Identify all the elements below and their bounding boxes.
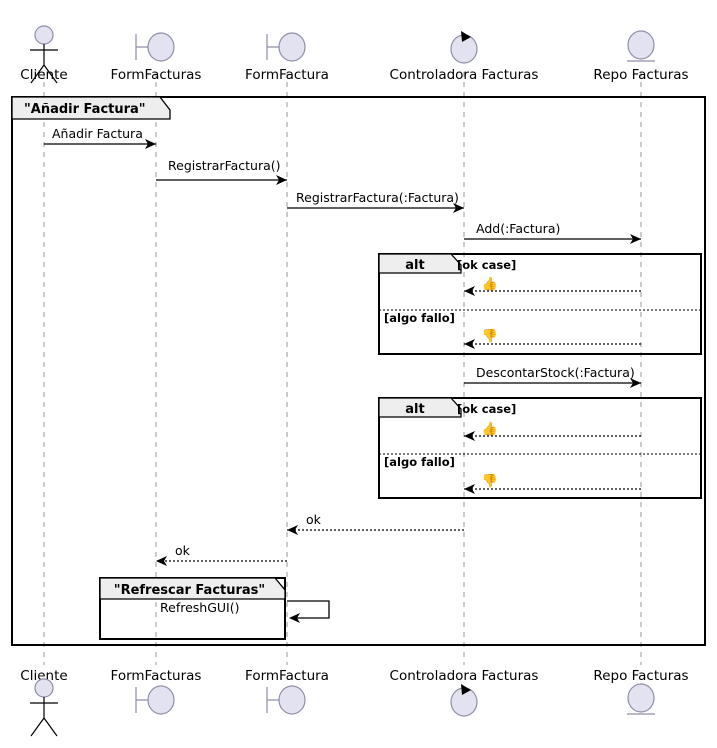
actor-body-icon [30, 697, 58, 737]
alt-keyword-alt1: alt [405, 258, 424, 273]
message-glyph-m5: 👍 [482, 276, 498, 292]
inner-fragment-title: "Refrescar Facturas" [114, 583, 265, 598]
message-glyph-m8: 👍 [482, 421, 498, 437]
participant-foot-label-repo: Repo Facturas [593, 668, 688, 684]
participant-foot-label-formfactura: FormFactura [245, 668, 329, 684]
participant-head-controladora[interactable]: Controladora Facturas [390, 31, 539, 83]
message-m12[interactable]: RefreshGUI() [160, 600, 330, 623]
message-m9[interactable]: 👎 [464, 473, 641, 494]
actor-head-icon [34, 678, 54, 698]
message-line-m12 [287, 600, 330, 619]
alt-keyword-alt2: alt [405, 402, 424, 417]
message-arrowhead-m1 [145, 139, 156, 149]
message-label-m7: DescontarStock(:Factura) [476, 365, 635, 380]
outer-fragment[interactable]: "Añadir Factura" [11, 96, 706, 646]
message-arrowhead-m9 [464, 484, 475, 494]
control-arrow-icon [461, 684, 471, 695]
message-m6[interactable]: 👎 [464, 328, 641, 349]
participant-label-formfactura: FormFactura [245, 67, 329, 83]
alt-guard-alt2-1: [algo fallo] [384, 455, 455, 469]
entity-circle-icon [627, 683, 655, 713]
message-arrowhead-m2 [276, 175, 287, 185]
participant-head-formfactura[interactable]: FormFactura [245, 32, 329, 83]
participant-foot-cliente[interactable]: Cliente [20, 668, 68, 737]
message-label-m12: RefreshGUI() [160, 600, 239, 615]
message-arrowhead-m5 [464, 286, 475, 296]
message-arrowhead-m11 [156, 556, 167, 566]
alt-guard-alt2-0: [ok case] [457, 402, 516, 416]
message-label-m3: RegistrarFactura(:Factura) [296, 190, 459, 205]
message-glyph-m9: 👎 [482, 473, 498, 489]
message-m10[interactable]: ok [287, 512, 464, 535]
message-arrowhead-m4 [630, 234, 641, 244]
message-m7[interactable]: DescontarStock(:Factura) [464, 365, 641, 388]
actor-head-icon [34, 25, 54, 45]
boundary-bar-icon [266, 687, 279, 713]
participant-head-formfacturas[interactable]: FormFacturas [111, 32, 202, 83]
message-arrowhead-m7 [630, 378, 641, 388]
message-label-m11: ok [175, 543, 191, 558]
message-arrowhead-m12 [289, 613, 300, 623]
participant-foot-label-cliente: Cliente [20, 668, 67, 684]
control-arrow-icon [461, 31, 471, 42]
boundary-circle-icon [278, 32, 306, 62]
message-m4[interactable]: Add(:Factura) [464, 221, 641, 244]
message-m1[interactable]: Añadir Factura [44, 126, 156, 149]
boundary-bar-icon [135, 34, 148, 60]
message-m3[interactable]: RegistrarFactura(:Factura) [287, 190, 464, 213]
participant-head-repo[interactable]: Repo Facturas [593, 30, 689, 83]
fragments-layer: "Añadir Factura" alt [ok case] [algo fallo]… [11, 96, 706, 646]
message-m8[interactable]: 👍 [464, 421, 641, 441]
participant-foot-label-controladora: Controladora Facturas [390, 668, 539, 684]
participant-foot-label-formfacturas: FormFacturas [111, 668, 202, 684]
lifelines-layer [43, 72, 642, 665]
inner-fragment-tab [99, 577, 286, 600]
alt-fragment-border-alt2 [378, 397, 702, 499]
boundary-circle-icon [147, 32, 175, 62]
outer-fragment-tab [11, 96, 171, 120]
participant-label-formfacturas: FormFacturas [111, 67, 202, 83]
message-label-m1: Añadir Factura [52, 126, 143, 141]
boundary-bar-icon [266, 34, 279, 60]
participant-heads-bottom: Cliente FormFacturas FormFactura Controlado… [20, 668, 689, 737]
message-arrowhead-m10 [287, 525, 298, 535]
outer-fragment-border [11, 96, 706, 646]
message-arrowhead-m3 [453, 203, 464, 213]
participant-label-repo: Repo Facturas [593, 67, 688, 83]
message-arrowhead-m8 [464, 431, 475, 441]
alt-guard-alt1-1: [algo fallo] [384, 311, 455, 325]
boundary-circle-icon [147, 685, 175, 715]
participant-foot-controladora[interactable]: Controladora Facturas [390, 668, 539, 717]
entity-circle-icon [627, 30, 655, 60]
participant-heads-top: Cliente FormFacturas FormFactura Controlado… [20, 25, 689, 84]
boundary-circle-icon [278, 685, 306, 715]
message-m11[interactable]: ok [156, 543, 287, 566]
message-arrowhead-m6 [464, 339, 475, 349]
message-m5[interactable]: 👍 [464, 276, 641, 296]
alt-fragment-border-alt1 [378, 253, 702, 355]
participant-foot-formfacturas[interactable]: FormFacturas [111, 668, 202, 715]
alt-fragment-alt2[interactable]: alt [ok case] [algo fallo] [378, 397, 702, 499]
participant-head-cliente[interactable]: Cliente [20, 25, 68, 84]
participant-foot-formfactura[interactable]: FormFactura [245, 668, 329, 715]
participant-label-cliente: Cliente [20, 67, 67, 83]
alt-fragment-alt1[interactable]: alt [ok case] [algo fallo] [378, 253, 702, 355]
alt-fragment-tab-alt2 [378, 397, 462, 418]
alt-guard-alt1-0: [ok case] [457, 258, 516, 272]
participant-label-controladora: Controladora Facturas [390, 67, 539, 83]
message-glyph-m6: 👎 [482, 328, 498, 344]
inner-fragment[interactable]: "Refrescar Facturas" [99, 577, 286, 640]
participant-foot-repo[interactable]: Repo Facturas [593, 668, 689, 715]
outer-fragment-title: "Añadir Factura" [24, 102, 146, 117]
message-m2[interactable]: RegistrarFactura() [156, 158, 287, 185]
boundary-bar-icon [135, 687, 148, 713]
alt-fragment-tab-alt1 [378, 253, 462, 274]
actor-body-icon [30, 44, 58, 84]
message-label-m2: RegistrarFactura() [168, 158, 281, 173]
message-label-m10: ok [306, 512, 322, 527]
message-label-m4: Add(:Factura) [476, 221, 560, 236]
